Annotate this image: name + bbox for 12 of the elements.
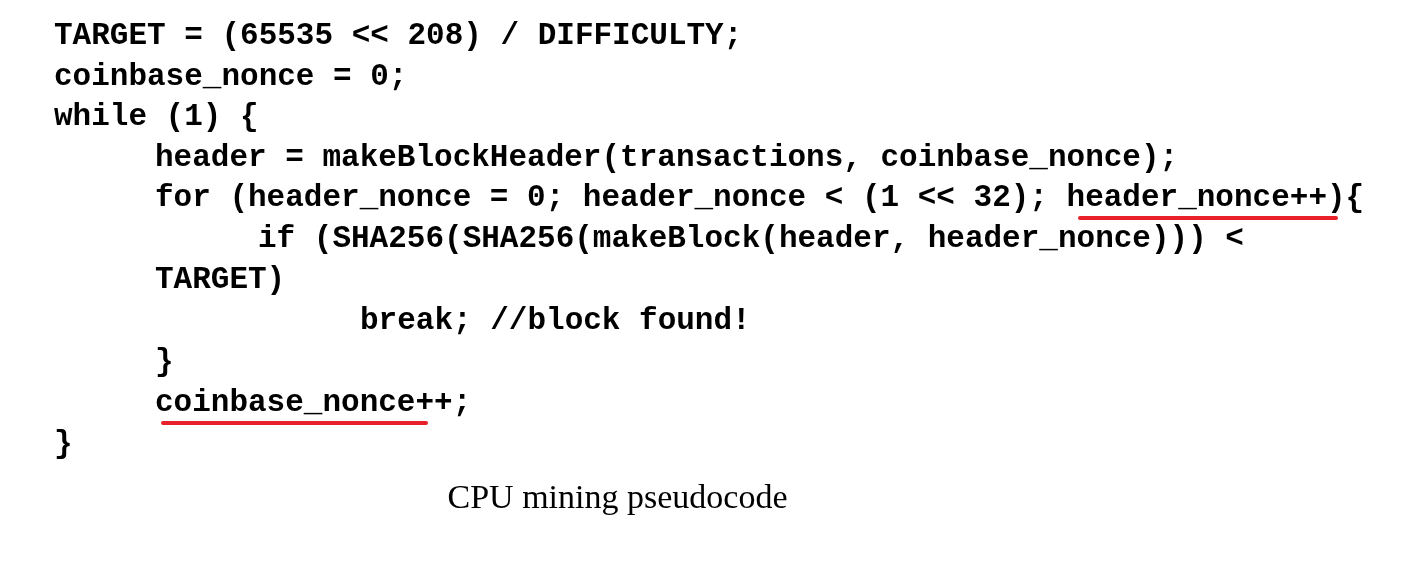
code-line: while (1) { [54,99,259,134]
code-line: } [155,344,174,379]
code-line: TARGET = (65535 << 208) / DIFFICULTY; [54,18,743,53]
code-line: coinbase_nonce = 0; [54,59,408,94]
code-line: for (header_nonce = 0; header_nonce < (1 << 32); header_nonce++){ [155,180,1365,215]
code-line: TARGET) [155,262,286,297]
code-line: header = makeBlockHeader(transactions, coinbase_nonce); [155,140,1179,175]
caption: CPU mining pseudocode [446,478,789,516]
code-line: coinbase_nonce++; [155,385,472,420]
code-line: break; //block found! [360,303,751,338]
code-line: if (SHA256(SHA256(makeBlock(header, header_nonce))) < [258,221,1244,256]
code-line: } [54,426,73,461]
